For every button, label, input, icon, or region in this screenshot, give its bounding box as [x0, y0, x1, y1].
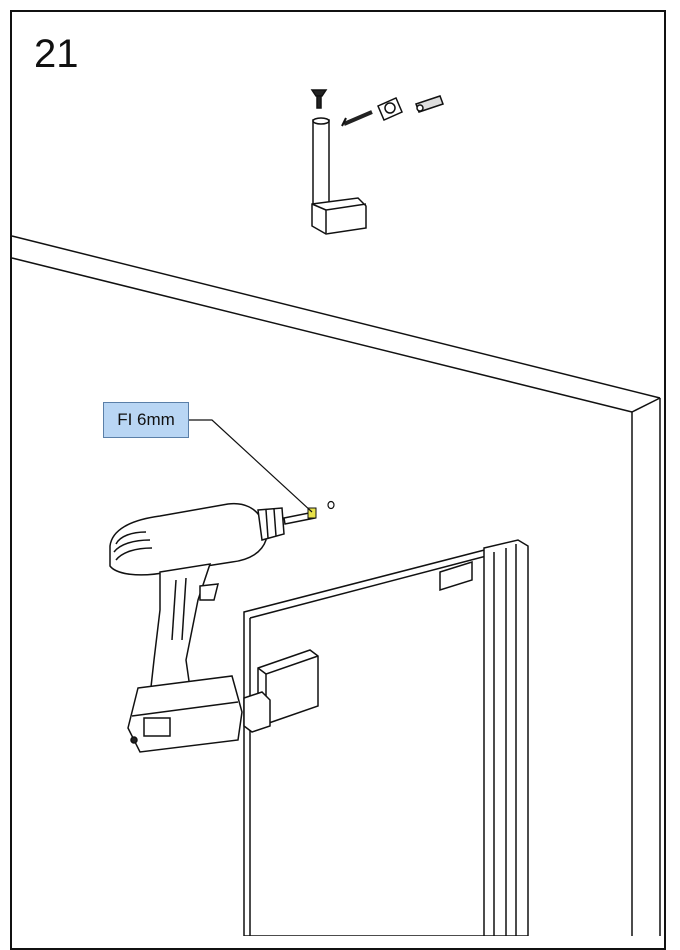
screw-set-icon	[310, 89, 444, 127]
cabinet-panel	[11, 235, 661, 936]
wall-bracket-icon	[311, 117, 367, 235]
drill-bit-size-callout: FI 6mm	[103, 402, 189, 438]
drill-target-hole	[327, 500, 335, 510]
step-number: 21	[34, 32, 79, 76]
door-panel	[243, 539, 529, 936]
door-block	[243, 649, 319, 733]
callout-leader-line	[189, 419, 313, 513]
cordless-drill-icon	[109, 502, 317, 753]
